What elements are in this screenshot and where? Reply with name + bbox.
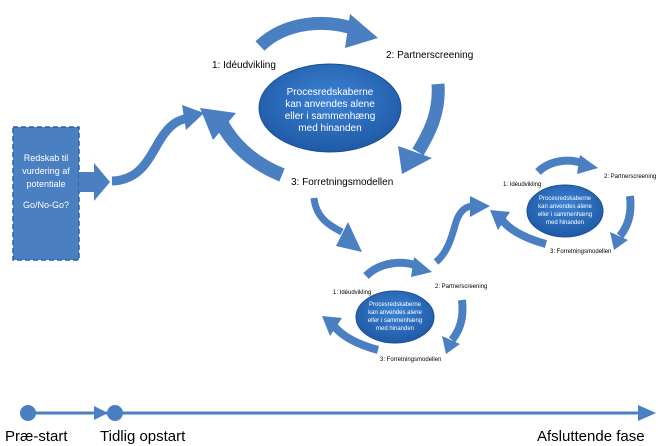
- wave-arrow-to-right-cycle: [433, 202, 475, 265]
- wave-arrow-to-large-cycle-head: [182, 105, 204, 130]
- assessment-box-line-1: Redskab til: [24, 153, 69, 163]
- middle-cycle-step-2: 2: Partnerscreening: [435, 284, 487, 290]
- middle-cycle-step-1: 1: Idéudvikling: [333, 290, 371, 296]
- timeline-marker-pre-start: [20, 405, 36, 421]
- right-cycle-center-line-4: med hinanden: [546, 220, 584, 226]
- large-cycle-arrow-top: [255, 16, 361, 51]
- large-cycle-center-line-4: med hinanden: [298, 123, 361, 134]
- assessment-box-shape: [12, 126, 80, 261]
- assessment-box: Redskab til vurdering af potentiale Go/N…: [12, 126, 80, 261]
- middle-cycle-center-line-2: kan anvendes alene: [368, 310, 422, 316]
- large-cycle-step-1: 1: Idéudvikling: [212, 60, 276, 71]
- assessment-box-line-2: vurdering af: [22, 166, 70, 176]
- timeline-marker-early-start: [107, 405, 123, 421]
- large-cycle-center-line-1: Procesredskaberne: [287, 87, 374, 98]
- wave-arrow-to-right-cycle-head: [470, 196, 490, 217]
- right-cycle-step-2: 2: Partnerscreening: [604, 174, 656, 180]
- assessment-box-decision: Go/No-Go?: [23, 200, 69, 210]
- right-cycle-arrow-right-head: [610, 232, 628, 250]
- middle-cycle-arrow-right: [448, 299, 467, 343]
- large-cycle-center-line-3: eller i sammenhæng: [285, 111, 376, 122]
- middle-cycle-arrow-left: [330, 323, 380, 354]
- timeline-mid-arrow: [94, 406, 108, 420]
- middle-cycle-arrow-top-head: [411, 257, 432, 277]
- timeline-label-pre-start: Præ-start: [5, 428, 68, 445]
- timeline-end-arrow: [638, 405, 656, 421]
- large-cycle-center-line-2: kan anvendes alene: [285, 99, 375, 110]
- middle-cycle-arrow-right-head: [442, 336, 460, 354]
- wave-arrow-to-middle-cycle-head: [336, 222, 362, 252]
- right-cycle-arrow-left: [498, 217, 548, 248]
- large-cycle-arrow-top-head: [345, 14, 378, 48]
- right-cycle-center-line-2: kan anvendes alene: [538, 204, 592, 210]
- middle-cycle-center: [355, 290, 435, 344]
- right-cycle-center-line-1: Procesredskaberne: [539, 196, 592, 202]
- middle-cycle: Procesredskaberne kan anvendes alene ell…: [322, 257, 487, 363]
- right-cycle-center: [526, 184, 604, 238]
- middle-cycle-step-3: 3: Forretningsmodellen: [380, 357, 441, 363]
- middle-cycle-center-line-4: med hinanden: [376, 326, 414, 332]
- right-cycle-arrow-top-head: [577, 155, 598, 174]
- right-cycle-center-line-3: eller i sammenhæng: [538, 212, 592, 218]
- timeline-label-early-start: Tidlig opstart: [100, 428, 186, 445]
- large-cycle: Procesredskaberne kan anvendes alene ell…: [200, 14, 473, 188]
- large-cycle-step-2: 2: Partnerscreening: [386, 50, 473, 61]
- timeline: Præ-start Tidlig opstart Afsluttende fas…: [5, 405, 656, 445]
- large-cycle-arrow-right-head: [398, 146, 432, 174]
- middle-cycle-arrow-left-head: [322, 316, 342, 336]
- large-cycle-center: [258, 63, 402, 153]
- right-cycle-step-3: 3: Forretningsmodellen: [550, 249, 611, 255]
- large-cycle-arrow-right: [412, 83, 445, 156]
- wave-arrow-to-large-cycle: [111, 113, 190, 186]
- middle-cycle-center-line-3: eller i sammenhæng: [368, 318, 422, 324]
- right-cycle-arrow-right: [616, 195, 635, 239]
- right-cycle: Procesredskaberne kan anvendes alene ell…: [490, 155, 656, 255]
- timeline-label-final-phase: Afsluttende fase: [537, 428, 645, 445]
- right-cycle-arrow-left-head: [490, 210, 510, 230]
- assessment-box-line-3: potentiale: [26, 179, 65, 189]
- large-cycle-arrow-left-head: [200, 108, 236, 140]
- right-cycle-arrow-top: [535, 156, 586, 176]
- box-exit-arrow: [79, 163, 110, 201]
- middle-cycle-arrow-top: [363, 258, 420, 280]
- large-cycle-arrow-left: [215, 120, 285, 182]
- middle-cycle-center-line-1: Procesredskaberne: [369, 302, 422, 308]
- large-cycle-step-3: 3: Forretningsmodellen: [291, 177, 393, 188]
- wave-arrow-to-middle-cycle: [310, 197, 344, 236]
- right-cycle-step-1: 1: Idéudvikling: [503, 182, 541, 188]
